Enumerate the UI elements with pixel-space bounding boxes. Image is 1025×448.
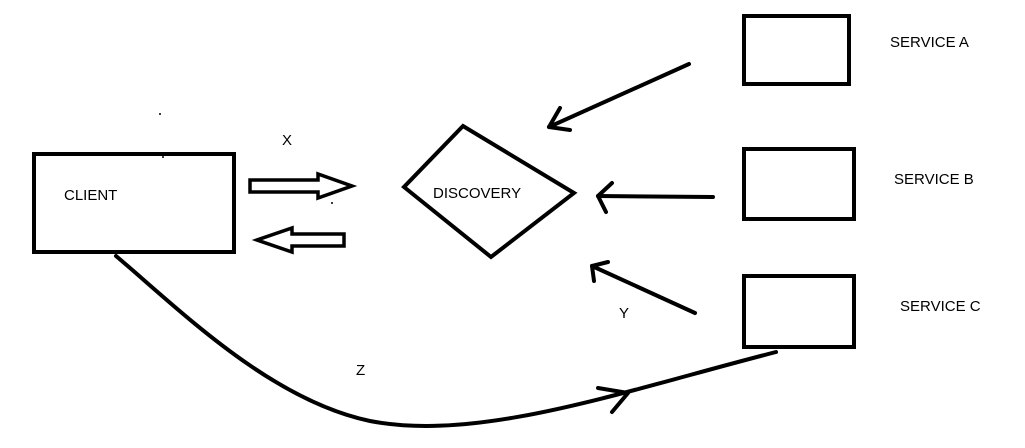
edge-z-label: Z <box>356 362 366 379</box>
stray-speck <box>162 156 164 158</box>
service-a-register-arrow <box>547 62 691 129</box>
edge-x-label: X <box>282 132 293 149</box>
discovery-label: DISCOVERY <box>433 185 522 202</box>
edge-y-label: Y <box>619 305 630 322</box>
request-block-arrow <box>248 171 358 201</box>
client-label: CLIENT <box>64 187 118 204</box>
response-block-arrow <box>251 225 346 255</box>
service-b-label: SERVICE B <box>894 171 974 188</box>
service-c-label: SERVICE C <box>900 298 981 315</box>
discovery-diamond <box>401 123 578 260</box>
service-c-arrowhead <box>590 260 610 283</box>
service-c-box <box>742 274 856 349</box>
service-b-box <box>742 147 856 221</box>
client-box <box>32 152 236 254</box>
service-a-box <box>742 14 851 86</box>
service-b-register-arrow <box>596 194 715 199</box>
service-c-register-arrow <box>590 264 697 315</box>
service-a-label: SERVICE A <box>890 34 969 51</box>
direct-call-arrowhead <box>596 386 630 414</box>
direct-call-curve <box>114 254 778 428</box>
service-b-arrowhead <box>596 181 614 214</box>
stray-speck <box>159 113 161 115</box>
service-a-arrowhead <box>547 106 572 132</box>
stray-speck <box>331 202 333 204</box>
